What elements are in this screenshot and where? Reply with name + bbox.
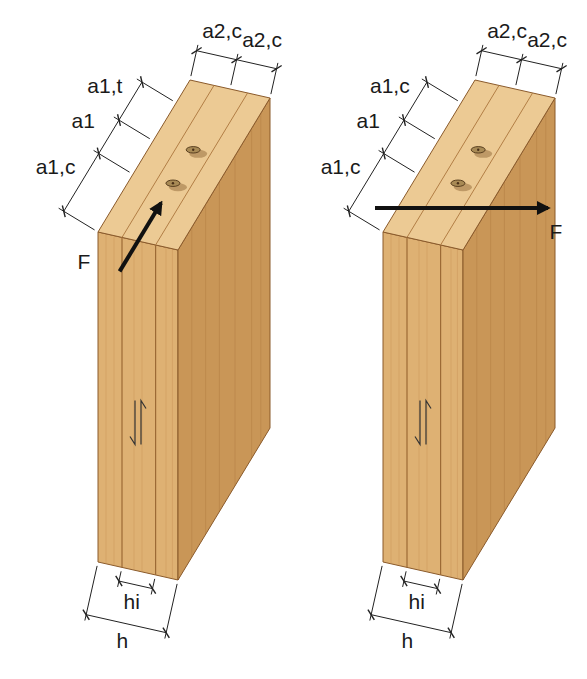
dimension-line <box>404 581 438 589</box>
extension-line <box>370 566 382 621</box>
force-arrow <box>375 206 548 210</box>
wood-grain <box>166 247 167 577</box>
nail-center <box>457 182 459 184</box>
layer-joint <box>155 245 156 575</box>
nail-center <box>477 149 479 151</box>
wood-grain <box>520 156 521 486</box>
wood-grain <box>391 234 392 564</box>
wood-grain <box>399 236 400 566</box>
dimension-line <box>349 82 427 211</box>
wood-grain <box>490 204 491 534</box>
extension-line <box>476 45 483 76</box>
dimension-label: a1 <box>357 109 380 133</box>
thickness-dimension <box>368 566 462 639</box>
force-arrow <box>120 203 161 271</box>
wood-grain <box>451 247 452 577</box>
layer-joint <box>121 237 122 567</box>
nail <box>166 180 187 191</box>
wood-grain <box>106 234 107 564</box>
thickness-dimension <box>83 566 177 639</box>
top-face <box>98 80 270 250</box>
nail-head <box>186 147 200 153</box>
nail-center <box>172 182 174 184</box>
dimension-tick <box>557 66 567 72</box>
front-face <box>383 232 463 580</box>
extension-line <box>450 584 462 639</box>
dimension-label: a1,c <box>321 155 361 179</box>
layer-joint <box>122 85 214 237</box>
extension-line <box>191 45 198 76</box>
wood-grain <box>235 156 236 486</box>
wood-grain <box>476 227 477 557</box>
dimension-label: a1,c <box>36 155 76 179</box>
wood-grain <box>142 242 143 572</box>
extension-line <box>165 584 177 639</box>
wood-grain <box>114 236 115 566</box>
dimension-tick <box>426 76 429 88</box>
dimension-label: a1,c <box>370 74 410 98</box>
clt-block <box>344 45 567 639</box>
wood-grain <box>260 113 261 443</box>
force-label: F <box>550 220 563 244</box>
top-face <box>383 80 555 250</box>
dimension-label: a1,t <box>87 74 122 98</box>
dimension-label: hi <box>409 590 425 614</box>
nail-head <box>166 180 180 186</box>
nail-head <box>471 147 485 153</box>
wood-grain <box>219 182 220 512</box>
dimension-label: a2,c <box>487 19 527 43</box>
nail-head <box>451 180 465 186</box>
wood-grain <box>134 240 135 570</box>
grain-direction-symbol <box>130 401 146 445</box>
layer-joint <box>407 85 499 237</box>
dimension-label: a2,c <box>527 28 567 52</box>
dimension-tick <box>272 66 282 72</box>
wood-grain <box>205 204 206 534</box>
layer-joint <box>441 93 533 245</box>
grain-direction-symbol <box>415 401 431 445</box>
dimension-tick <box>141 76 144 88</box>
dimension-line <box>64 82 142 211</box>
nail <box>471 147 492 158</box>
dimension-line <box>482 51 562 69</box>
dimension-line <box>119 581 153 589</box>
dimension-line <box>197 51 277 69</box>
wood-grain <box>419 240 420 570</box>
spacing-dimension <box>476 45 567 94</box>
wood-grain <box>191 227 192 557</box>
layer-joint <box>156 93 248 245</box>
wood-grain <box>545 113 546 443</box>
dimension-label: a2,c <box>242 28 282 52</box>
dimension-label: a1 <box>72 109 95 133</box>
wood-grain <box>427 242 428 572</box>
dimension-label: hi <box>124 590 140 614</box>
dimension-label: a2,c <box>202 19 242 43</box>
extension-line <box>85 566 97 621</box>
wood-grain <box>251 128 252 458</box>
dimension-label: h <box>116 629 128 653</box>
nail <box>186 147 207 158</box>
spacing-dimension <box>59 76 173 230</box>
wood-grain <box>504 182 505 512</box>
front-face <box>98 232 178 580</box>
wood-grain <box>536 128 537 458</box>
force-label: F <box>78 250 91 274</box>
spacing-dimension <box>191 45 282 94</box>
dimension-label: h <box>401 629 413 653</box>
wood-grain <box>457 249 458 579</box>
nail-center <box>192 149 194 151</box>
nail <box>451 180 472 191</box>
layer-joint <box>406 237 407 567</box>
layer-joint <box>440 245 441 575</box>
wood-grain <box>172 249 173 579</box>
clt-block <box>59 45 282 639</box>
